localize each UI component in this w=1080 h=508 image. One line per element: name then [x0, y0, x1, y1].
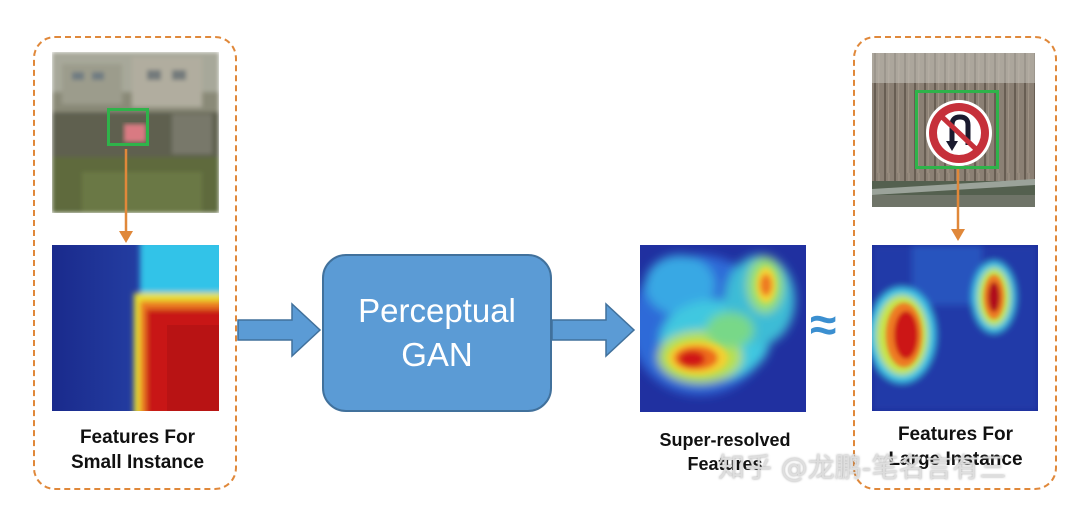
large-instance-down-arrow	[951, 169, 965, 241]
small-instance-caption-line2: Small Instance	[70, 452, 205, 473]
large-instance-heatmap	[872, 245, 1038, 411]
large-instance-caption: Features For Large Instance	[858, 422, 1053, 472]
small-instance-panel	[33, 36, 237, 490]
small-instance-down-arrow	[119, 149, 133, 243]
approx-symbol: ≈	[810, 299, 837, 352]
arrow-to-gan	[237, 302, 322, 358]
large-instance-caption-line1: Features For	[897, 424, 1014, 445]
gan-label-line1: Perceptual	[358, 292, 516, 329]
gan-label-line2: GAN	[401, 336, 473, 373]
super-resolved-caption: Super-resolved Features	[630, 428, 820, 476]
small-instance-caption: Features For Small Instance	[40, 425, 235, 475]
super-resolved-heatmap	[640, 245, 806, 412]
large-instance-caption-line2: Large Instance	[888, 449, 1023, 470]
large-instance-panel	[853, 36, 1057, 490]
large-instance-highlight-box	[915, 90, 999, 169]
large-instance-photo	[872, 53, 1035, 207]
arrow-from-gan	[551, 302, 636, 358]
small-instance-caption-line1: Features For	[79, 427, 196, 448]
perceptual-gan-block: Perceptual GAN	[322, 254, 552, 412]
small-instance-photo	[52, 52, 219, 213]
watermark: 知乎 @龙鹏-笔名言有三	[718, 453, 1007, 484]
small-instance-highlight-box	[107, 108, 149, 146]
super-resolved-caption-line1: Super-resolved	[659, 430, 791, 450]
super-resolved-caption-line2: Features	[687, 454, 763, 474]
small-instance-heatmap	[52, 245, 219, 411]
